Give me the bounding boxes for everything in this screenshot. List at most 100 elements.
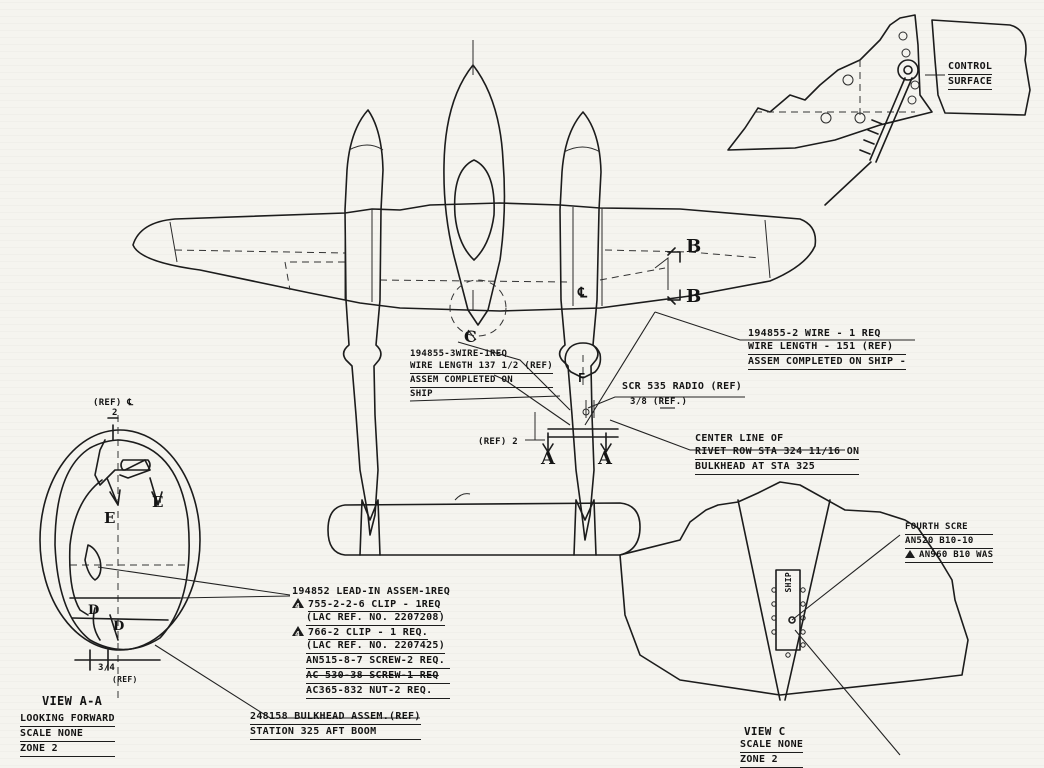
note-screw-ac530: AC 530-38 SCREW-1 REQ	[306, 669, 451, 684]
e-arrow-right	[149, 477, 163, 506]
e-arrow-left	[106, 477, 121, 506]
section-b-top-label: B	[686, 236, 702, 257]
note-screw-an515: AN515-8-7 SCREW-2 REQ.	[306, 654, 451, 669]
lead-in-clip	[120, 459, 151, 471]
bulkhead-point	[582, 408, 590, 416]
leader-frame	[176, 595, 291, 599]
clip-shape	[84, 544, 102, 581]
control-bonding-stud-inner	[903, 65, 913, 75]
bonding-wire-tail	[824, 161, 872, 206]
wing-outline	[132, 202, 817, 312]
leader-fourth-screw	[791, 534, 901, 621]
left-boom-spinner	[348, 144, 384, 151]
section-a-left-label: A	[541, 448, 556, 469]
right-fin	[573, 499, 597, 556]
leader-wire-151	[654, 311, 915, 341]
fourth-screw	[788, 616, 796, 624]
leader-rivet	[609, 419, 845, 451]
note-nut: AC365-832 NUT-2 REQ.	[306, 684, 451, 699]
section-b-bottom-label: B	[686, 286, 702, 307]
leader-lead-in	[97, 566, 291, 596]
bulkhead-note: 248158 BULKHEAD ASSEM.(REF) STATION 325 …	[250, 710, 421, 740]
bottom-bracket	[69, 597, 181, 621]
view-c-title-block: VIEW C SCALE NONE ZONE 2	[740, 725, 804, 768]
stab-detail	[454, 493, 471, 501]
section-d-right-label: D	[113, 619, 125, 634]
view-f-label: F	[578, 371, 586, 385]
control-hole	[854, 112, 866, 124]
leader-wire-137	[493, 374, 571, 426]
view-aa-ref-bottom: 3/4	[98, 663, 116, 673]
section-d-left-label: D	[88, 603, 100, 618]
note-wire-151: 194855-2 WIRE - 1 REQ WIRE LENGTH - 151 …	[748, 327, 907, 370]
view-c-left-edge	[737, 499, 781, 701]
note-rivet: CENTER LINE OF RIVET ROW STA 324 11/16 O…	[695, 432, 860, 475]
leader-wire-137-b	[457, 341, 571, 411]
note-lac-ref-2: (LAC REF. NO. 2207425)	[306, 639, 446, 654]
bonding-wire-spring	[859, 77, 913, 163]
control-hole	[907, 95, 917, 105]
note-wire-137: 194855-3WIRE-1REQ WIRE LENGTH 137 1/2 (R…	[410, 349, 553, 399]
view-c-drawing	[619, 481, 969, 756]
note-radio: SCR 535 RADIO (REF)	[622, 381, 743, 392]
control-bonding-stud	[897, 59, 919, 81]
ref-2-dim	[525, 412, 545, 441]
view-c-callout-label: C	[464, 327, 478, 346]
control-hole	[910, 80, 920, 90]
view-aa-drawing	[39, 415, 420, 719]
section-a-right-label: A	[598, 448, 613, 469]
ref-top-dim	[107, 417, 119, 441]
control-hole	[842, 74, 854, 86]
view-aa-title: VIEW A-A	[42, 694, 103, 708]
section-e-right-label: E	[152, 493, 164, 511]
ref-bottom-dim	[74, 649, 161, 671]
control-structure-outline	[727, 14, 933, 151]
lead-in-bracket	[94, 439, 151, 486]
wing-panel-line	[604, 249, 761, 259]
view-c-callout-circle	[449, 279, 507, 337]
view-f-callout	[564, 342, 602, 379]
ship-plate	[775, 569, 801, 651]
view-c-notes: FOURTH SCRE AN520 B10-10 AN960 B10 WAS	[905, 521, 994, 563]
wing-flap-line	[284, 261, 345, 291]
rivet-holes	[771, 587, 806, 658]
view-c-title: VIEW C	[744, 725, 786, 738]
view-aa-title-block: VIEW A-A LOOKING FORWARD SCALE NONE ZONE…	[20, 695, 115, 757]
control-hole	[901, 48, 911, 58]
view-aa-ref-center: (REF) ℄	[93, 398, 134, 408]
note-lac-ref-1: (LAC REF. NO. 2207208)	[306, 611, 446, 626]
canopy	[453, 159, 495, 261]
section-aa-arrow-left	[542, 432, 554, 453]
leader-bulkhead	[154, 644, 420, 719]
control-surface-label: CONTROL SURFACE	[948, 60, 993, 90]
control-hinge-line	[755, 60, 915, 120]
central-nacelle	[443, 64, 506, 326]
control-surface-outline	[931, 19, 1031, 116]
wing-trailing-line	[379, 279, 571, 283]
wing-centerline-label: ℄	[578, 285, 588, 301]
left-boom	[342, 109, 384, 536]
leader-wire-151-to-boom	[584, 311, 656, 426]
aircraft-plan-view	[132, 40, 915, 556]
ref-3-8-label: 3/8 (REF.)	[630, 397, 688, 407]
view-c-right-edge	[784, 499, 831, 701]
control-hole	[898, 31, 908, 41]
wing-flap-line	[599, 267, 666, 281]
leader-bottom	[794, 629, 901, 756]
leader-radio-ref	[587, 396, 745, 409]
section-e-left-label: E	[104, 509, 116, 527]
control-hole	[820, 112, 832, 124]
wire-loop	[68, 479, 103, 616]
right-boom	[558, 111, 602, 541]
bulkhead-inner	[54, 439, 190, 651]
ref-2-label: (REF) 2	[478, 437, 519, 447]
wing-panel-line	[174, 249, 346, 254]
wing-detail	[654, 256, 669, 290]
view-c-arrow	[467, 329, 477, 341]
left-fin	[359, 499, 381, 556]
